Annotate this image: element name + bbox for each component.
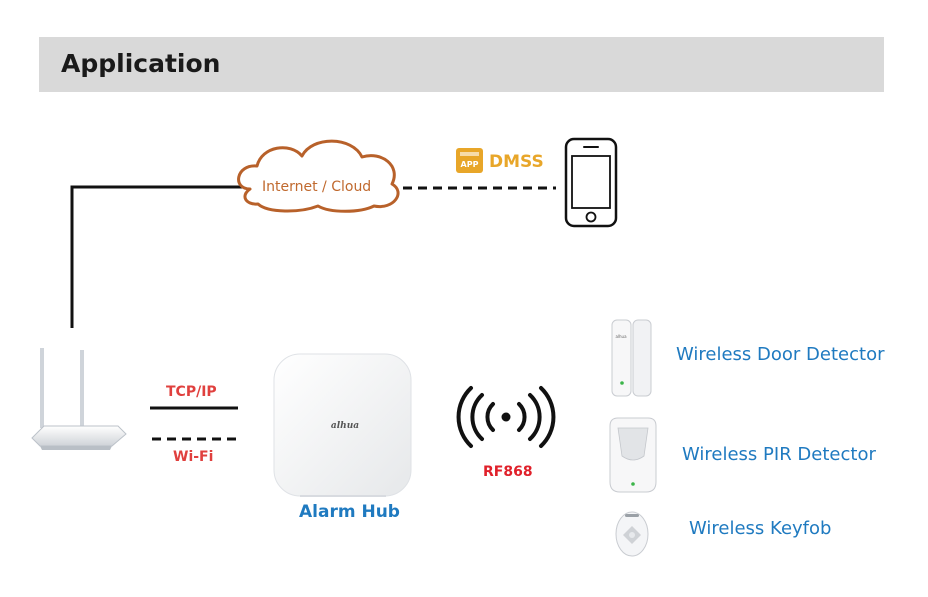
router-icon [31,348,127,450]
dmss-app-label: DMSS [489,152,544,172]
cloud-label: Internet / Cloud [262,179,372,195]
pir-detector-icon [609,417,657,493]
header-bar: Application [39,37,884,92]
rf-wave-icon [456,386,556,448]
page-title: Application [61,49,221,78]
svg-text:alhua: alhua [615,334,627,339]
door-detector-icon: alhua [611,319,652,397]
pir-detector-label: Wireless PIR Detector [682,444,876,465]
cloud-icon [237,139,400,213]
door-detector-label: Wireless Door Detector [676,344,885,365]
alarm-hub-label: Alarm Hub [299,502,400,522]
wifi-label: Wi-Fi [173,449,214,465]
svg-text:alhua: alhua [331,421,359,431]
keyfob-icon [615,511,649,557]
router-cloud-line [70,185,243,328]
svg-text:APP: APP [461,160,479,169]
keyfob-label: Wireless Keyfob [689,518,832,539]
app-icon: APP [456,148,483,173]
rf868-label: RF868 [483,464,533,480]
alarm-hub-icon: alhua [273,353,412,497]
tcp-ip-label: TCP/IP [166,384,217,400]
phone-icon [564,137,618,228]
